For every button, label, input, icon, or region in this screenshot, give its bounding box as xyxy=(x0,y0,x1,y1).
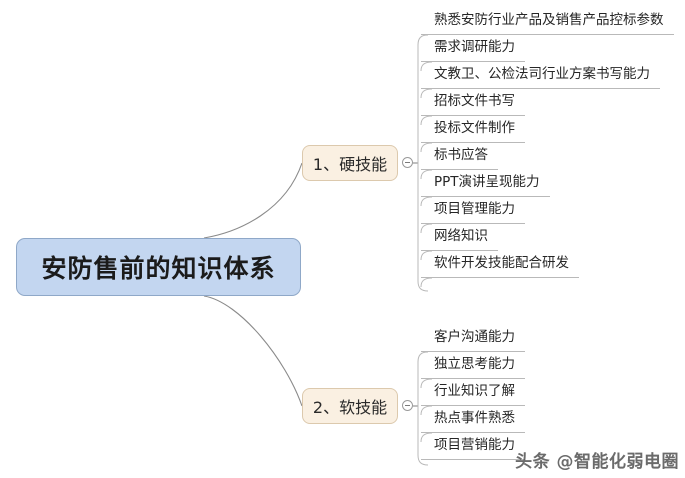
leaf-node[interactable]: 项目管理能力 xyxy=(421,197,525,224)
branch-node-hard-skills[interactable]: 1、硬技能 xyxy=(302,145,398,181)
leaf-node[interactable]: 客户沟通能力 xyxy=(421,325,525,352)
leaf-node-label: 客户沟通能力 xyxy=(434,329,515,346)
leaf-node[interactable]: 项目营销能力 xyxy=(421,433,525,460)
edge-root-to-branch-2 xyxy=(203,295,303,407)
root-node[interactable]: 安防售前的知识体系 xyxy=(16,238,301,296)
leaf-node[interactable]: PPT演讲呈现能力 xyxy=(421,170,550,197)
leaf-node[interactable]: 软件开发技能配合研发 xyxy=(421,251,579,278)
leaf-node[interactable]: 熟悉安防行业产品及销售产品控标参数 xyxy=(421,8,674,35)
root-node-label: 安防售前的知识体系 xyxy=(41,254,276,283)
leaf-node-label: 网络知识 xyxy=(434,228,488,245)
leaf-node[interactable]: 行业知识了解 xyxy=(421,379,525,406)
leaf-node-label: 文教卫、公检法司行业方案书写能力 xyxy=(434,66,650,83)
leaf-node-label: 项目管理能力 xyxy=(434,201,515,218)
leaf-node-label: 项目营销能力 xyxy=(434,437,515,454)
leaf-node-label: 需求调研能力 xyxy=(434,39,515,56)
watermark: 头条 @智能化弱电圈 xyxy=(515,452,679,472)
leaf-node-label: 标书应答 xyxy=(434,147,488,164)
leaf-node-label: 招标文件书写 xyxy=(434,93,515,110)
leaf-node[interactable]: 标书应答 xyxy=(421,143,498,170)
minus-circle-icon-branch-1[interactable] xyxy=(402,157,413,168)
leaf-node[interactable]: 文教卫、公检法司行业方案书写能力 xyxy=(421,62,660,89)
edge-root-to-branch-1 xyxy=(203,162,303,239)
leaf-node-label: 独立思考能力 xyxy=(434,356,515,373)
leaf-node[interactable]: 独立思考能力 xyxy=(421,352,525,379)
branch-node-label: 1、硬技能 xyxy=(312,155,388,174)
leaf-node[interactable]: 招标文件书写 xyxy=(421,89,525,116)
leaf-node-label: 行业知识了解 xyxy=(434,383,515,400)
branch-node-label: 2、软技能 xyxy=(312,398,388,417)
branch-node-soft-skills[interactable]: 2、软技能 xyxy=(302,388,398,424)
leaf-node-label: 软件开发技能配合研发 xyxy=(434,255,569,272)
minus-circle-icon-branch-2[interactable] xyxy=(402,400,413,411)
leaf-node-label: 熟悉安防行业产品及销售产品控标参数 xyxy=(434,12,664,29)
leaf-node[interactable]: 网络知识 xyxy=(421,224,498,251)
leaf-node[interactable]: 热点事件熟悉 xyxy=(421,406,525,433)
leaf-node-label: PPT演讲呈现能力 xyxy=(434,174,540,191)
leaf-node[interactable]: 需求调研能力 xyxy=(421,35,525,62)
leaf-node[interactable]: 投标文件制作 xyxy=(421,116,525,143)
leaf-node-label: 热点事件熟悉 xyxy=(434,410,515,427)
leaf-node-label: 投标文件制作 xyxy=(434,120,515,137)
